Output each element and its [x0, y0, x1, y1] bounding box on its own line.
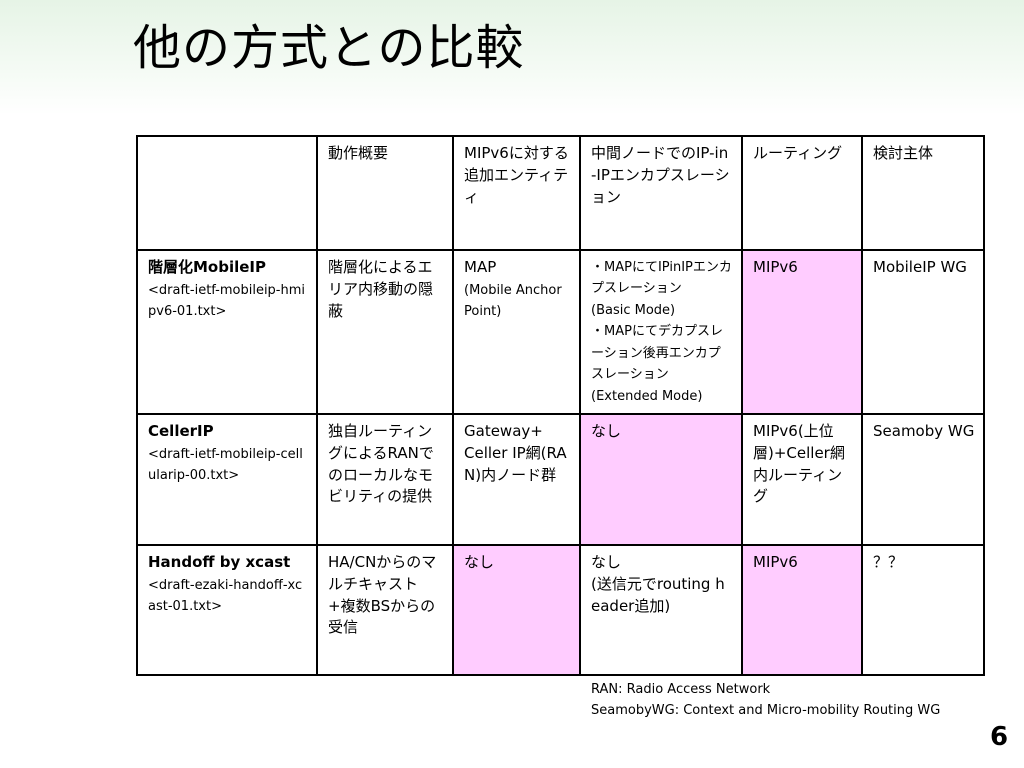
encap-text: (Extended Mode): [591, 388, 703, 404]
entity-cell: Gateway+ Celler IP網(RAN)内ノード群: [452, 413, 581, 547]
routing-cell: MIPv6: [741, 544, 863, 677]
method-name: Handoff by xcast: [148, 553, 291, 572]
footnote-seamoby: SeamobyWG: Context and Micro-mobility Ro…: [591, 703, 941, 718]
row-head-cell: Handoff by xcast <draft-ezaki-handoff-xc…: [136, 544, 318, 677]
method-name: CellerIP: [148, 422, 214, 441]
encap-cell: ・MAPにてIPinIPエンカプスレーション (Basic Mode) ・MAP…: [579, 248, 743, 416]
row-head-cell: CellerIP <draft-ietf-mobileip-cellularip…: [136, 413, 318, 547]
entity-cell: MAP (Mobile Anchor Point): [452, 248, 581, 416]
overview-cell: 階層化によるエリア内移動の隠蔽: [316, 248, 454, 416]
encap-text: (送信元でrouting header追加): [591, 574, 725, 615]
org-cell: Seamoby WG: [861, 413, 985, 547]
encap-text: ・MAPにてIPinIPエンカプスレーション: [591, 260, 732, 297]
routing-cell: MIPv6(上位層)+Celler網内ルーティング: [741, 413, 863, 547]
table-row: 階層化MobileIP <draft-ietf-mobileip-hmipv6-…: [136, 248, 985, 416]
table-row: Handoff by xcast <draft-ezaki-handoff-xc…: [136, 544, 985, 677]
draft-ref: <draft-ietf-mobileip-cellularip-00.txt>: [148, 446, 303, 483]
table-row: CellerIP <draft-ietf-mobileip-cellularip…: [136, 413, 985, 547]
entity-text: MAP: [464, 258, 497, 276]
encap-cell: なし: [579, 413, 743, 547]
header-cell-org: 検討主体: [861, 135, 985, 251]
entity-subtext: (Mobile Anchor Point): [464, 282, 562, 319]
row-head-cell: 階層化MobileIP <draft-ietf-mobileip-hmipv6-…: [136, 248, 318, 416]
encap-cell: なし (送信元でrouting header追加): [579, 544, 743, 677]
header-cell-entity: MIPv6に対する追加エンティティ: [452, 135, 581, 251]
org-cell: ？？: [861, 544, 985, 677]
draft-ref: <draft-ezaki-handoff-xcast-01.txt>: [148, 577, 303, 614]
entity-cell: なし: [452, 544, 581, 677]
routing-cell: MIPv6: [741, 248, 863, 416]
encap-text: (Basic Mode): [591, 302, 676, 318]
entity-text: Gateway+: [464, 422, 543, 441]
title-band: [0, 0, 1024, 115]
overview-cell: 独自ルーティングによるRANでのローカルなモビリティの提供: [316, 413, 454, 547]
page-number: 6: [990, 722, 1009, 752]
method-name: 階層化MobileIP: [148, 258, 267, 276]
header-cell-empty: [136, 135, 318, 251]
comparison-table: 動作概要 MIPv6に対する追加エンティティ 中間ノードでのIP-in-IPエン…: [136, 135, 985, 677]
entity-text: Celler IP網(RAN)内ノード群: [464, 443, 567, 484]
header-cell-overview: 動作概要: [316, 135, 454, 251]
footnote-ran: RAN: Radio Access Network: [591, 682, 771, 697]
encap-text: ・MAPにてデカプスレーション後再エンカプスレーション: [591, 324, 723, 383]
org-cell: MobileIP WG: [861, 248, 985, 416]
page-title: 他の方式との比較: [133, 20, 525, 76]
table-header-row: 動作概要 MIPv6に対する追加エンティティ 中間ノードでのIP-in-IPエン…: [136, 135, 985, 251]
header-cell-routing: ルーティング: [741, 135, 863, 251]
draft-ref: <draft-ietf-mobileip-hmipv6-01.txt>: [148, 282, 306, 319]
header-cell-encap: 中間ノードでのIP-in-IPエンカプスレーション: [579, 135, 743, 251]
encap-text: なし: [591, 553, 622, 572]
overview-cell: HA/CNからのマルチキャスト+複数BSからの受信: [316, 544, 454, 677]
